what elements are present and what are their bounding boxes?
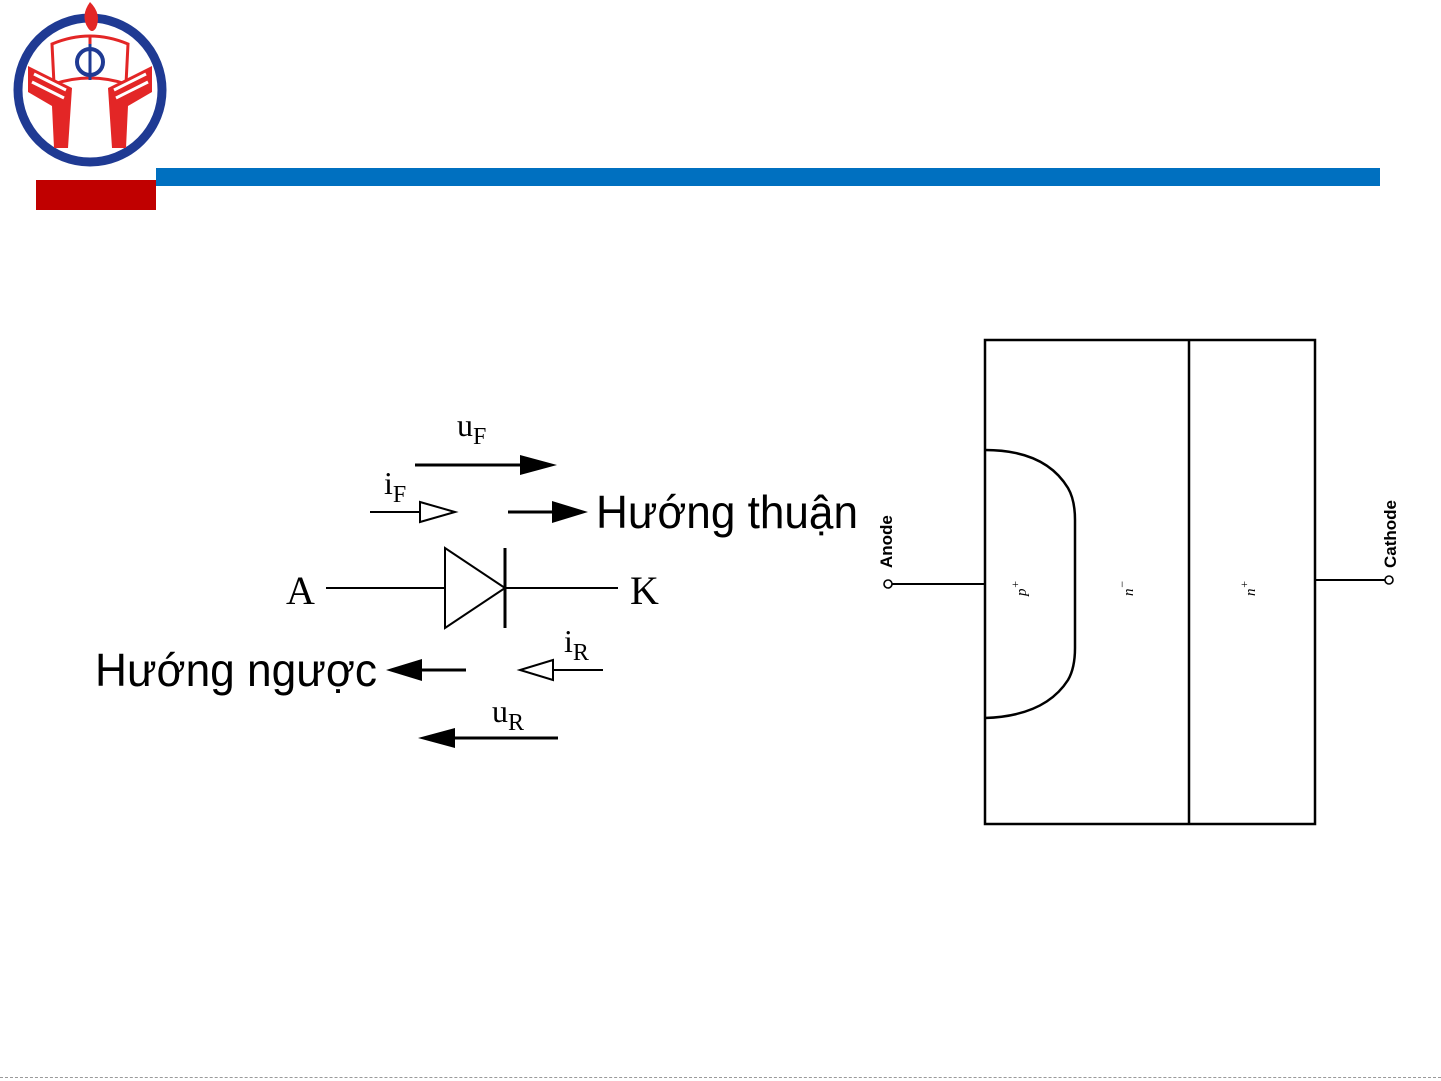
anode-label: Anode [877, 515, 896, 568]
cathode-terminal-icon [1385, 576, 1393, 584]
device-body [985, 340, 1315, 824]
anode-terminal-icon [884, 580, 892, 588]
footer-divider [0, 1077, 1441, 1078]
cathode-label: Cathode [1381, 500, 1400, 568]
